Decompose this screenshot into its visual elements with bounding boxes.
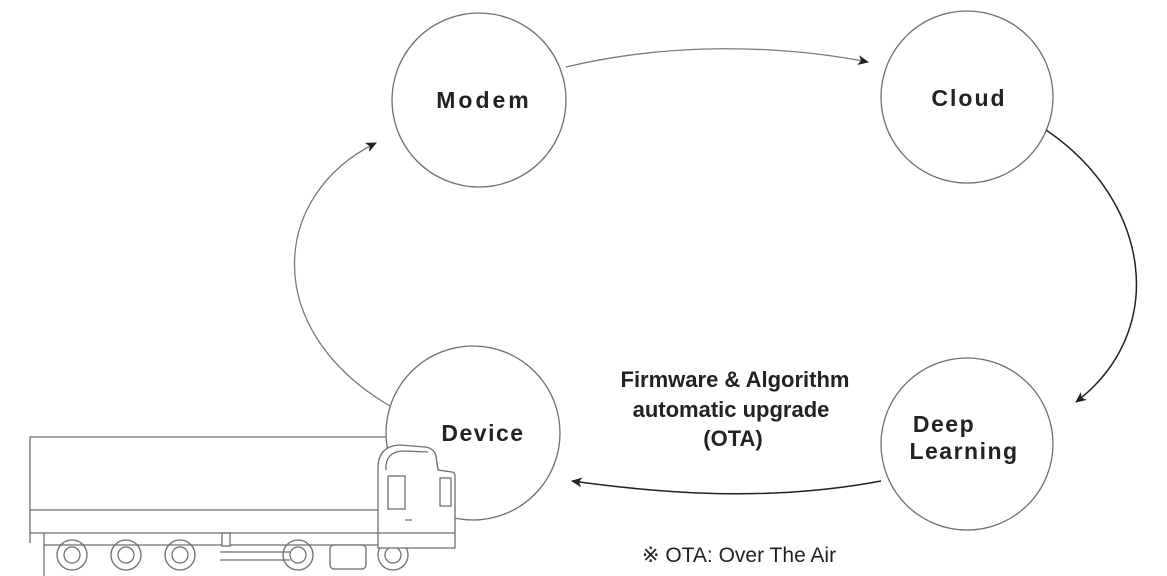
deep-learning-label-line1: Deep bbox=[913, 411, 975, 437]
truck-hubcap bbox=[289, 546, 307, 564]
upgrade-note-line3: (OTA) bbox=[703, 426, 762, 451]
arrow-modem-to-cloud bbox=[565, 48, 869, 68]
truck-cab-door bbox=[387, 475, 406, 510]
modem-node-circle bbox=[391, 12, 567, 188]
truck-hubcap bbox=[117, 546, 135, 564]
cloud-node-circle bbox=[880, 10, 1054, 184]
truck-fuel-tank bbox=[329, 544, 367, 570]
arrow-deep-learning-to-device bbox=[571, 477, 882, 495]
truck-wheel bbox=[56, 539, 88, 571]
truck-cab-roof-line bbox=[385, 450, 429, 470]
upgrade-note-line2: automatic upgrade bbox=[633, 397, 830, 422]
truck-icon bbox=[29, 436, 409, 576]
truck-wheel bbox=[164, 539, 196, 571]
upgrade-note-line1: Firmware & Algorithm bbox=[621, 367, 850, 392]
truck-trailer bbox=[29, 436, 391, 534]
truck-wheel bbox=[110, 539, 142, 571]
truck-wheel bbox=[282, 539, 314, 571]
truck-hubcap bbox=[63, 546, 81, 564]
ota-footnote: ※ OTA: Over The Air bbox=[642, 544, 836, 567]
truck-cab bbox=[377, 444, 456, 549]
truck-frame-post bbox=[221, 532, 231, 547]
truck-hubcap bbox=[171, 546, 189, 564]
truck-cab-body bbox=[377, 444, 456, 549]
cloud-node-label: Cloud bbox=[931, 85, 1006, 111]
arrow-cloud-to-deep-learning bbox=[1045, 129, 1138, 403]
arrow-device-to-modem bbox=[293, 142, 391, 407]
truck-hubcap bbox=[384, 546, 402, 564]
modem-node-label: Modem bbox=[436, 87, 532, 113]
deep-learning-node-circle bbox=[880, 357, 1054, 531]
device-node-label: Device bbox=[441, 420, 524, 446]
truck-windshield bbox=[439, 477, 452, 507]
deep-learning-label-line2: Learning bbox=[909, 438, 1018, 464]
